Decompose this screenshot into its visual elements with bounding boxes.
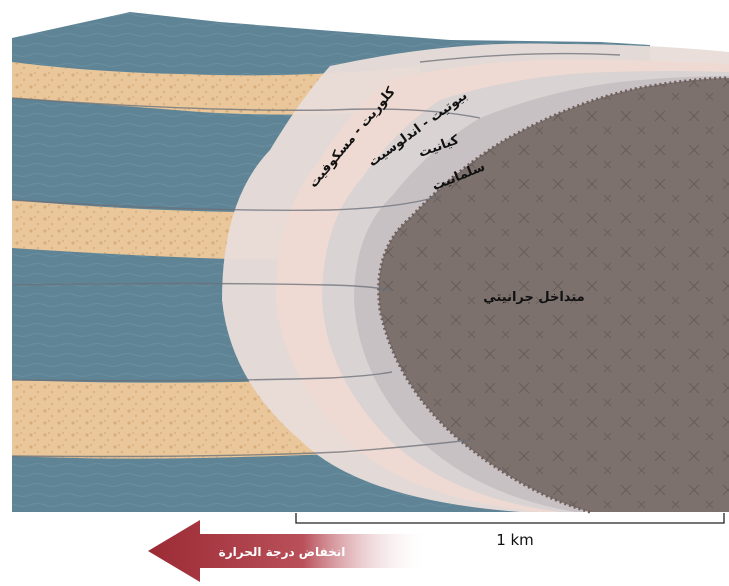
temperature-arrow-label: انخفاض درجة الحرارة (219, 545, 346, 559)
temperature-arrow: انخفاض درجة الحرارة (148, 520, 430, 582)
label-granite-intrusion: متداخل جرانيتي (483, 290, 584, 305)
scale-bar-label: 1 km (496, 531, 534, 549)
